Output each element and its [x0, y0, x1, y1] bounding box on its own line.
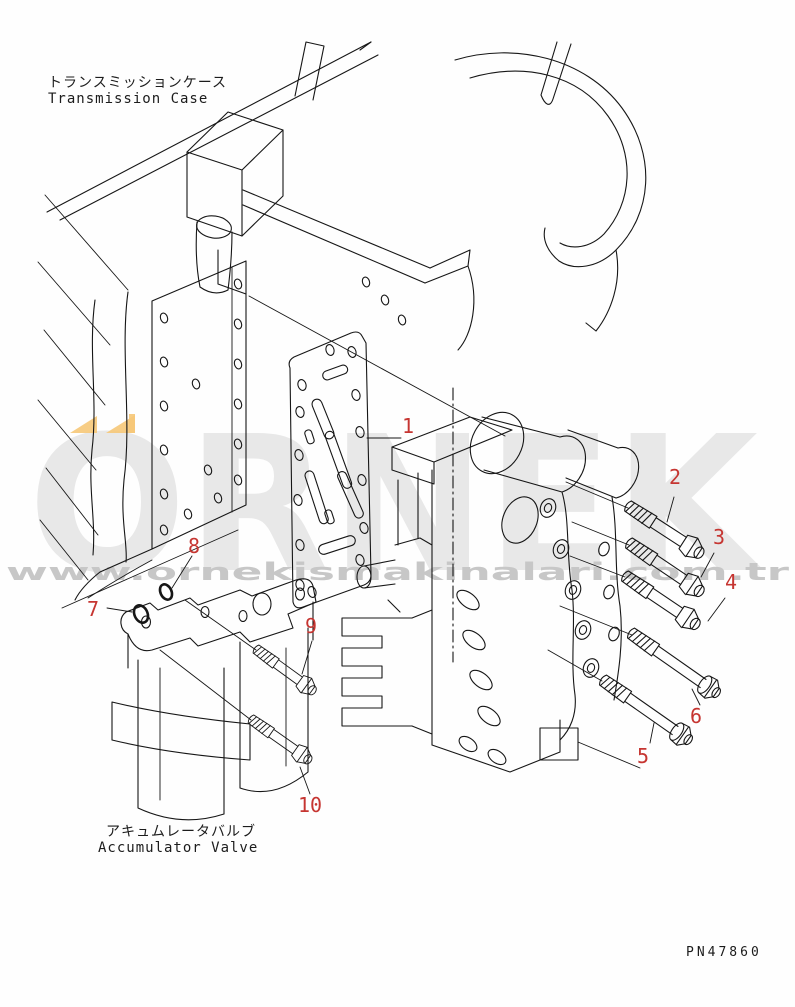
bolt-part6 — [627, 627, 722, 699]
bolt-part3 — [625, 537, 705, 598]
callout-3: 3 — [713, 525, 725, 549]
bolt-part5 — [599, 674, 694, 746]
callout-8: 8 — [188, 534, 200, 558]
control-valve-drawing — [341, 387, 641, 773]
label-transmission-case-jp: トランスミッションケース — [48, 75, 227, 91]
bolt-part10 — [247, 714, 313, 765]
mounting-face-plate — [151, 249, 247, 550]
label-accumulator-valve-en: Accumulator Valve — [98, 840, 258, 856]
bolt-part4 — [621, 570, 701, 631]
bolt-part9 — [252, 644, 317, 696]
callout-7: 7 — [87, 597, 99, 621]
callout-10: 10 — [298, 793, 322, 817]
label-accumulator-valve-jp: アキュムレータバルブ — [106, 823, 256, 840]
watermark-url: www.ornekismakinalari.com.tr — [6, 558, 789, 586]
label-transmission-case-en: Transmission Case — [48, 91, 208, 107]
drawing-number: PN47860 — [686, 945, 762, 960]
valve-plate-gasket-drawing — [288, 331, 372, 609]
transmission-case-drawing — [37, 41, 647, 609]
highlight-mark — [70, 414, 135, 433]
o-ring-part7 — [132, 604, 150, 624]
callout-6: 6 — [690, 704, 702, 728]
o-ring-part8 — [158, 583, 174, 601]
callout-5: 5 — [637, 744, 649, 768]
callout-1: 1 — [402, 414, 414, 438]
watermark-brand: ORNEK — [28, 396, 764, 615]
callout-leader-lines — [106, 437, 726, 795]
callout-2: 2 — [669, 465, 681, 489]
callout-9: 9 — [305, 614, 317, 638]
accumulator-valve-drawing — [111, 578, 317, 821]
bolt-axis-lines — [547, 481, 633, 682]
bolt-part2 — [624, 500, 705, 559]
callout-4: 4 — [725, 570, 737, 594]
